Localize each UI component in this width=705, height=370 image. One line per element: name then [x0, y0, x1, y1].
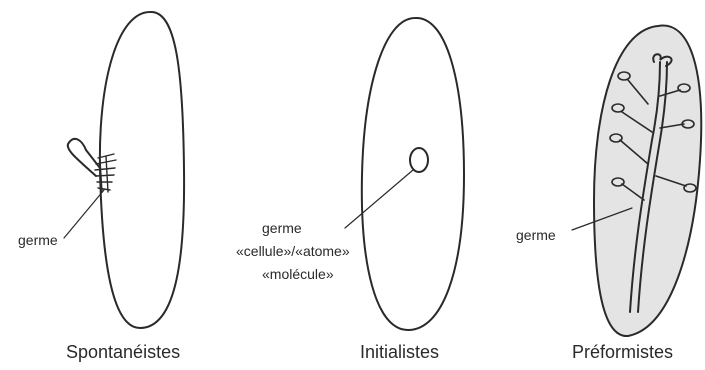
molecule-label: «molécule» — [262, 264, 334, 284]
caption-initialistes: Initialistes — [360, 341, 439, 363]
spontaneistes-drawing — [64, 12, 184, 328]
initialistes-drawing — [345, 18, 464, 330]
caption-spontaneistes: Spontanéistes — [66, 341, 180, 363]
germe-label-preformistes: germe — [516, 225, 556, 245]
germ-cluster — [95, 154, 116, 192]
caption-preformistes: Préformistes — [572, 341, 673, 363]
seed-outline-preformistes — [594, 26, 701, 337]
seed-outline-spontaneistes — [100, 12, 184, 328]
germe-pointer-line — [64, 190, 104, 238]
preformistes-drawing — [572, 26, 701, 337]
germe-label-initialistes: germe — [262, 218, 302, 238]
cellule-atome-label: «cellule»/«atome» — [236, 241, 350, 261]
germ-cell-circle — [410, 148, 428, 172]
germe-pointer-line-initialistes — [345, 170, 413, 228]
seed-outline-initialistes — [362, 18, 464, 330]
germe-label-spontaneistes: germe — [18, 230, 58, 250]
